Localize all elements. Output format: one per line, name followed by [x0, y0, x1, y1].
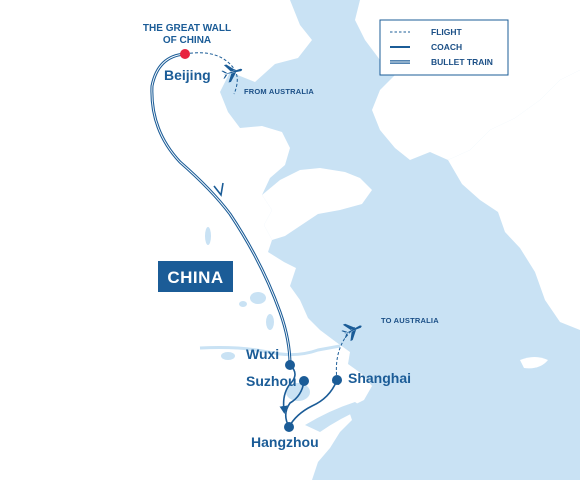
train-direction-arrow	[213, 182, 224, 197]
jeju-island	[520, 357, 548, 369]
great-wall-label-line1: THE GREAT WALL	[143, 23, 231, 34]
lake-gaoyou	[266, 314, 274, 330]
lake-chaohu	[221, 352, 235, 360]
legend-flight-label: FLIGHT	[431, 27, 462, 37]
legend-train-label: BULLET TRAIN	[431, 57, 493, 67]
hangzhou-marker	[284, 422, 294, 432]
lake-west	[239, 301, 247, 307]
korean-peninsula	[448, 70, 580, 330]
country-label-china: CHINA	[158, 261, 233, 292]
lake-hongze	[250, 292, 266, 304]
country-label-box	[158, 261, 233, 292]
to-australia-label: TO AUSTRALIA	[381, 316, 439, 325]
legend-coach-label: COACH	[431, 42, 462, 52]
shanghai-marker	[332, 375, 342, 385]
country-label-text: CHINA	[167, 268, 223, 287]
coach-route-hangzhou-shanghai	[288, 376, 340, 428]
hangzhou-bay	[305, 402, 364, 432]
wuxi-marker	[285, 360, 295, 370]
wuxi-label: Wuxi	[246, 346, 279, 362]
airplane-icon	[221, 64, 243, 83]
coach-route-suzhou-hangzhou	[284, 380, 305, 428]
lake-taihu	[286, 383, 310, 401]
great-wall-label-line2: OF CHINA	[163, 35, 211, 46]
great-wall-marker	[180, 49, 190, 59]
coach-route-wuxi-hangzhou	[279, 364, 296, 414]
airplane-icon	[341, 323, 362, 342]
legend: FLIGHT COACH BULLET TRAIN	[379, 19, 509, 76]
beijing-label: Beijing	[164, 67, 211, 83]
from-australia-label: FROM AUSTRALIA	[244, 87, 314, 96]
suzhou-marker	[299, 376, 309, 386]
hangzhou-label: Hangzhou	[251, 434, 319, 450]
shanghai-label: Shanghai	[348, 370, 411, 386]
suzhou-label: Suzhou	[246, 373, 297, 389]
yangtze-river	[199, 344, 341, 357]
bullet-train-route-inner	[151, 53, 291, 366]
shandong-peninsula	[262, 168, 372, 240]
lake-weishan	[205, 227, 211, 245]
mainland-china	[0, 0, 372, 480]
